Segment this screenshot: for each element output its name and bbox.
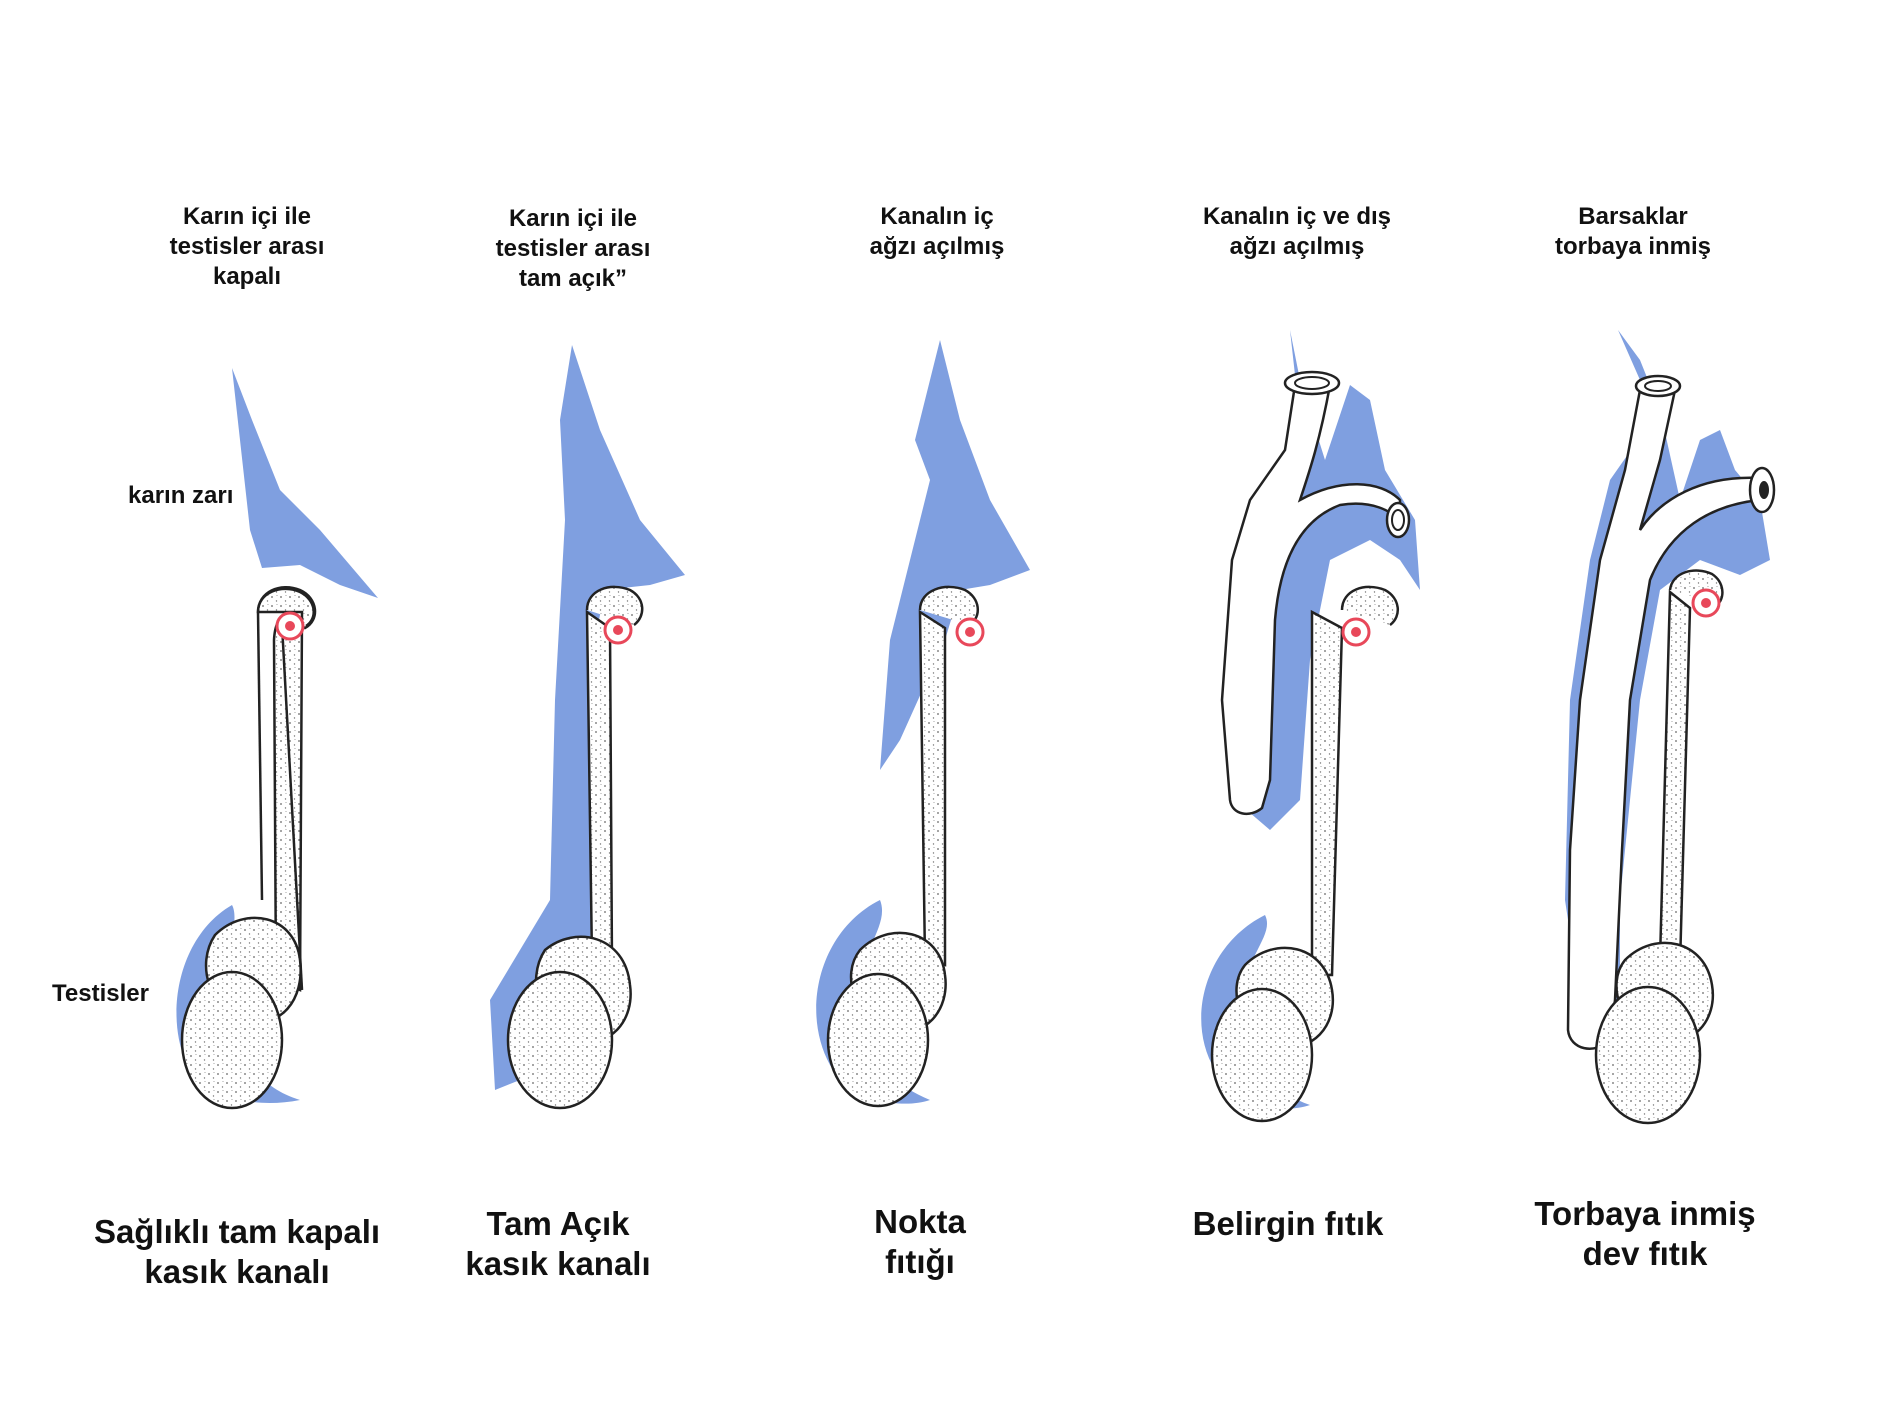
- stage-3-illustration: [816, 340, 1030, 1108]
- stage-5-cord: [1658, 589, 1692, 967]
- stage-1-illustration: [176, 368, 378, 1110]
- stage-2-top-caption: Karın içi ile testisler arası tam açık”: [495, 205, 651, 292]
- stage-2-illustration: [490, 345, 685, 1110]
- stage-4-bottom-caption: Belirgin fıtık: [1192, 1205, 1384, 1242]
- peritoneum-label: karın zarı: [128, 482, 234, 509]
- stage-5-bowel-loop: [1566, 388, 1762, 1050]
- stage-4-peritoneum: [1225, 330, 1420, 830]
- stage-3-top-caption: Kanalın iç ağzı açılmış: [869, 203, 1005, 260]
- stage-5-top-caption: Barsaklar torbaya inmiş: [1554, 203, 1712, 260]
- stage-4-bowel-loop: [1220, 383, 1402, 816]
- stage-3-cord: [918, 609, 947, 967]
- stage-2-bottom-caption: Tam Açık kasık kanalı: [465, 1205, 651, 1282]
- stage-3-testis: [826, 972, 930, 1108]
- stage-5-bottom-caption: Torbaya inmiş dev fıtık: [1534, 1195, 1756, 1272]
- stage-4-illustration: [1201, 330, 1420, 1123]
- stage-2-testis: [506, 970, 614, 1110]
- stage-3-peritoneum: [880, 340, 1030, 770]
- testis-label: Testisler: [52, 980, 149, 1007]
- stage-1-bottom-caption: Sağlıklı tam kapalı kasık kanalı: [93, 1213, 381, 1290]
- stage-4-cord: [1310, 609, 1344, 977]
- stage-5-testis: [1594, 985, 1702, 1125]
- stage-4-testis: [1210, 987, 1314, 1123]
- stage-2-cord: [585, 609, 614, 967]
- stage-1-top-caption: Karın içi ile testisler arası kapalı: [169, 203, 325, 290]
- stage-1-testis: [180, 970, 284, 1110]
- stage-5-illustration: [1565, 330, 1776, 1125]
- stage-1-peritoneum: [232, 368, 378, 598]
- stage-3-bottom-caption: Nokta fıtığı: [874, 1203, 966, 1280]
- stage-4-top-caption: Kanalın iç ve dış ağzı açılmış: [1202, 203, 1392, 260]
